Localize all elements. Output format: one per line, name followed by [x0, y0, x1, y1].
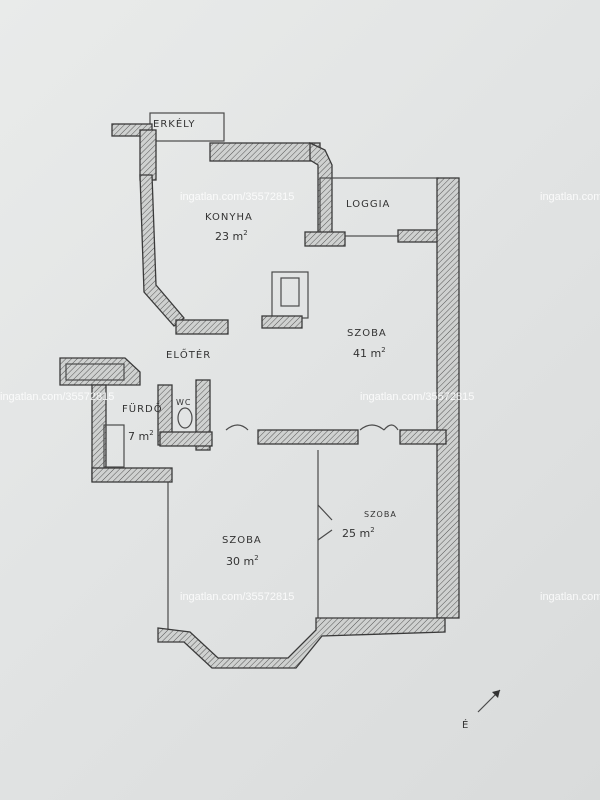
wall-segment	[397, 229, 444, 243]
room-label-wc: WC	[176, 398, 192, 407]
watermark: ingatlan.com/35572815	[360, 391, 474, 403]
toilet	[177, 407, 193, 429]
wall-segment	[139, 129, 157, 181]
room-label-szoba-left: SZOBA	[222, 535, 262, 546]
wall-segment	[257, 429, 359, 445]
watermark: ingatlan.com/35572815	[180, 591, 294, 603]
wall-segment	[399, 429, 447, 445]
watermark: ingatlan.com/35572815	[180, 191, 294, 203]
watermark: ingatlan.com	[540, 191, 600, 203]
chimney-block	[271, 271, 309, 319]
watermark: ingatlan.com/35572815	[0, 391, 114, 403]
wall-segment	[209, 142, 321, 162]
door-swing	[359, 424, 399, 431]
room-label-szoba-large: SZOBA	[347, 328, 387, 339]
wall-segment	[59, 357, 141, 386]
room-label-konyha: KONYHA	[205, 212, 253, 223]
wall-segment	[436, 177, 460, 619]
room-label-loggia: LOGGIA	[346, 199, 390, 210]
area-label-szoba-left: 30 m2	[226, 554, 259, 568]
wall-segment	[139, 174, 185, 327]
room-label-furdo: FÜRDŐ	[122, 401, 163, 415]
north-arrow-icon: É	[462, 689, 501, 731]
window-box	[65, 363, 125, 381]
bathtub	[103, 424, 125, 468]
room-label-szoba-right: SZOBA	[364, 510, 397, 519]
door-swing	[317, 504, 333, 541]
area-label-furdo: 7 m2	[128, 429, 154, 443]
area-label-konyha: 23 m2	[215, 229, 248, 243]
wall-segment	[91, 467, 173, 483]
wall-segment	[309, 141, 333, 236]
svg-text:É: É	[462, 718, 469, 731]
wall-segment	[304, 231, 346, 247]
wall-segment	[175, 319, 229, 335]
bay-window-wall	[157, 617, 446, 669]
room-label-eloter: ELŐTÉR	[166, 347, 211, 361]
wall-segment	[159, 431, 213, 447]
watermark: ingatlan.com	[540, 591, 600, 603]
area-label-szoba-right: 25 m2	[342, 526, 375, 540]
area-label-szoba-large: 41 m2	[353, 346, 386, 360]
door-swing	[225, 424, 249, 431]
chimney-inner	[280, 277, 300, 307]
room-label-erkely: ERKÉLY	[153, 117, 196, 130]
wall-segment	[261, 315, 303, 329]
